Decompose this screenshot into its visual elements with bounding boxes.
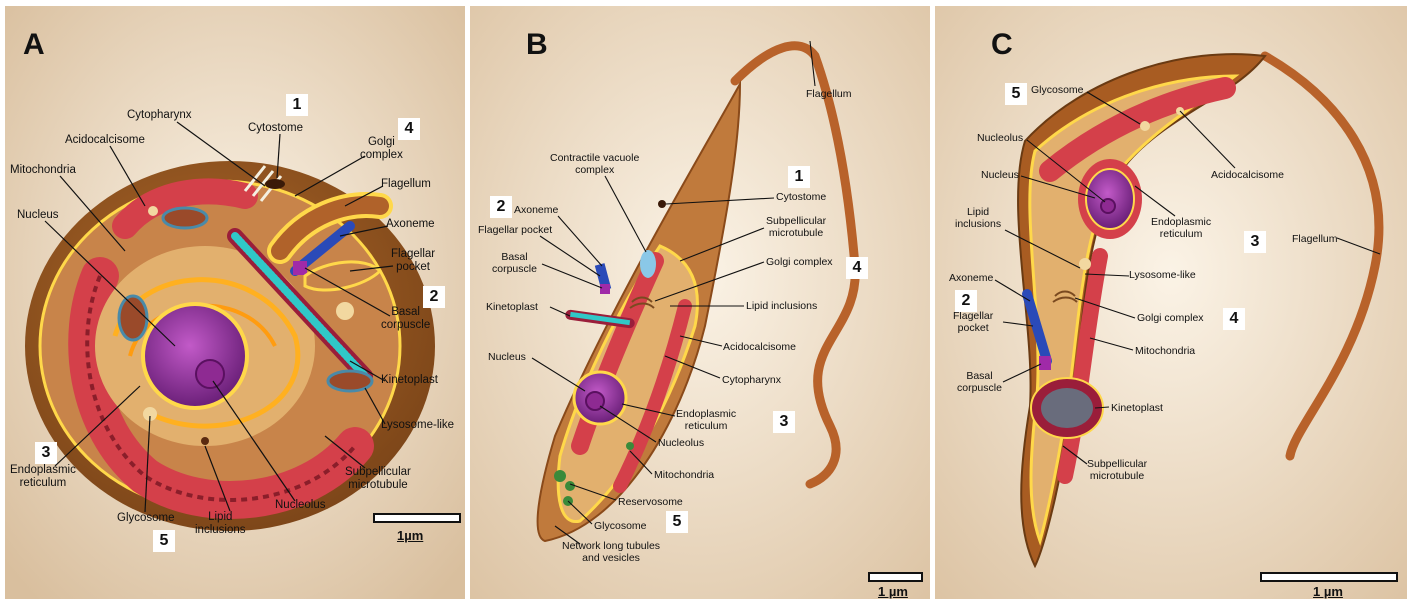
nucleus [143, 304, 247, 408]
label-endoplasmic-reticulum: Endoplasmic reticulum [676, 408, 736, 432]
label-endoplasmic-reticulum: Endoplasmic reticulum [10, 464, 76, 490]
panel-letter: C [991, 28, 1013, 62]
nucleolus [196, 360, 224, 388]
label-axoneme: Axoneme [949, 272, 993, 284]
label-subpellicular: Subpellicular microtubule [345, 466, 411, 492]
label-axoneme: Axoneme [386, 218, 435, 231]
callout-number: 1 [286, 94, 308, 116]
label-cytostome: Cytostome [776, 191, 826, 203]
callout-number: 5 [1005, 83, 1027, 105]
scale-label: 1 µm [878, 584, 908, 599]
label-golgi: Golgi complex [1137, 312, 1204, 324]
callout-number: 3 [1244, 231, 1266, 253]
label-acidocalcisome: Acidocalcisome [1211, 169, 1284, 181]
label-nucleolus: Nucleolus [977, 132, 1023, 144]
label-reservosome: Reservosome [618, 496, 683, 508]
label-network: Network long tubules and vesicles [562, 540, 660, 564]
label-golgi: Golgi complex [360, 136, 403, 162]
label-acidocalcisome: Acidocalcisome [65, 134, 145, 147]
label-subpellicular: Subpellicular microtubule [1087, 458, 1147, 482]
scale-bar [868, 572, 923, 582]
scale-label: 1µm [397, 528, 423, 543]
label-contractile: Contractile vacuole complex [550, 152, 639, 176]
label-subpellicular: Subpellicular microtubule [766, 215, 826, 239]
callout-number: 2 [955, 290, 977, 312]
callout-number: 5 [153, 530, 175, 552]
panel-b-illustration [470, 6, 930, 599]
label-flagellum: Flagellum [806, 88, 852, 100]
panel-c: C Glycosome Nucleolus Acidocalcisome Nuc… [935, 6, 1407, 599]
panel-b: B Flagellum Contractile vacuole complex … [470, 6, 930, 599]
label-cytostome: Cytostome [248, 122, 303, 135]
label-lysosome: Lysosome-like [1129, 269, 1196, 281]
label-mitochondria: Mitochondria [654, 469, 714, 481]
label-basal-corpuscle: Basal corpuscle [492, 251, 537, 275]
callout-number: 4 [1223, 308, 1245, 330]
label-lysosome: Lysosome-like [381, 419, 454, 432]
label-acidocalcisome: Acidocalcisome [723, 341, 796, 353]
contractile-vacuole [640, 250, 656, 278]
panel-letter: B [526, 28, 548, 62]
nucleolus [1101, 199, 1115, 213]
label-flagellar-pocket: Flagellar pocket [391, 248, 435, 274]
label-endoplasmic-reticulum: Endoplasmic reticulum [1151, 216, 1211, 240]
label-basal-corpuscle: Basal corpuscle [381, 306, 430, 332]
label-kinetoplast: Kinetoplast [381, 374, 438, 387]
label-kinetoplast: Kinetoplast [1111, 402, 1163, 414]
label-flagellum: Flagellum [381, 178, 431, 191]
callout-number: 2 [490, 196, 512, 218]
label-axoneme: Axoneme [514, 204, 558, 216]
label-nucleus: Nucleus [981, 169, 1019, 181]
label-glycosome: Glycosome [594, 520, 647, 532]
scale-bar [1260, 572, 1398, 582]
callout-number: 3 [773, 411, 795, 433]
label-nucleolus: Nucleolus [658, 437, 704, 449]
callout-number: 2 [423, 286, 445, 308]
basal-corpuscle [1039, 356, 1051, 370]
callout-number: 1 [788, 166, 810, 188]
label-mitochondria: Mitochondria [1135, 345, 1195, 357]
label-cytopharynx: Cytopharynx [127, 109, 192, 122]
basal-corpuscle [293, 261, 307, 275]
scale-label: 1 µm [1313, 584, 1343, 599]
label-lipid: Lipid inclusions [746, 300, 817, 312]
nucleolus [586, 392, 604, 410]
label-flagellum: Flagellum [1292, 233, 1338, 245]
callout-number: 4 [846, 257, 868, 279]
basal-corpuscle [600, 284, 610, 294]
label-cytopharynx: Cytopharynx [722, 374, 781, 386]
callout-number: 3 [35, 442, 57, 464]
label-glycosome: Glycosome [1031, 84, 1084, 96]
label-flagellar-pocket: Flagellar pocket [953, 310, 993, 334]
callout-number: 5 [666, 511, 688, 533]
callout-number: 4 [398, 118, 420, 140]
label-flagellar-pocket: Flagellar pocket [478, 224, 552, 236]
label-nucleus: Nucleus [488, 351, 526, 363]
label-kinetoplast: Kinetoplast [486, 301, 538, 313]
panel-letter: A [23, 28, 45, 62]
label-lipid: Lipid inclusions [955, 206, 1001, 230]
label-golgi: Golgi complex [766, 256, 833, 268]
label-nucleolus: Nucleolus [275, 499, 326, 512]
scale-bar [373, 513, 461, 523]
label-mitochondria: Mitochondria [10, 164, 76, 177]
label-lipid: Lipid inclusions [195, 511, 246, 537]
label-basal-corpuscle: Basal corpuscle [957, 370, 1002, 394]
label-nucleus: Nucleus [17, 209, 59, 222]
panel-a: A Cytopharynx Cytostome Golgi complex Ac… [5, 6, 465, 599]
label-glycosome: Glycosome [117, 512, 175, 525]
